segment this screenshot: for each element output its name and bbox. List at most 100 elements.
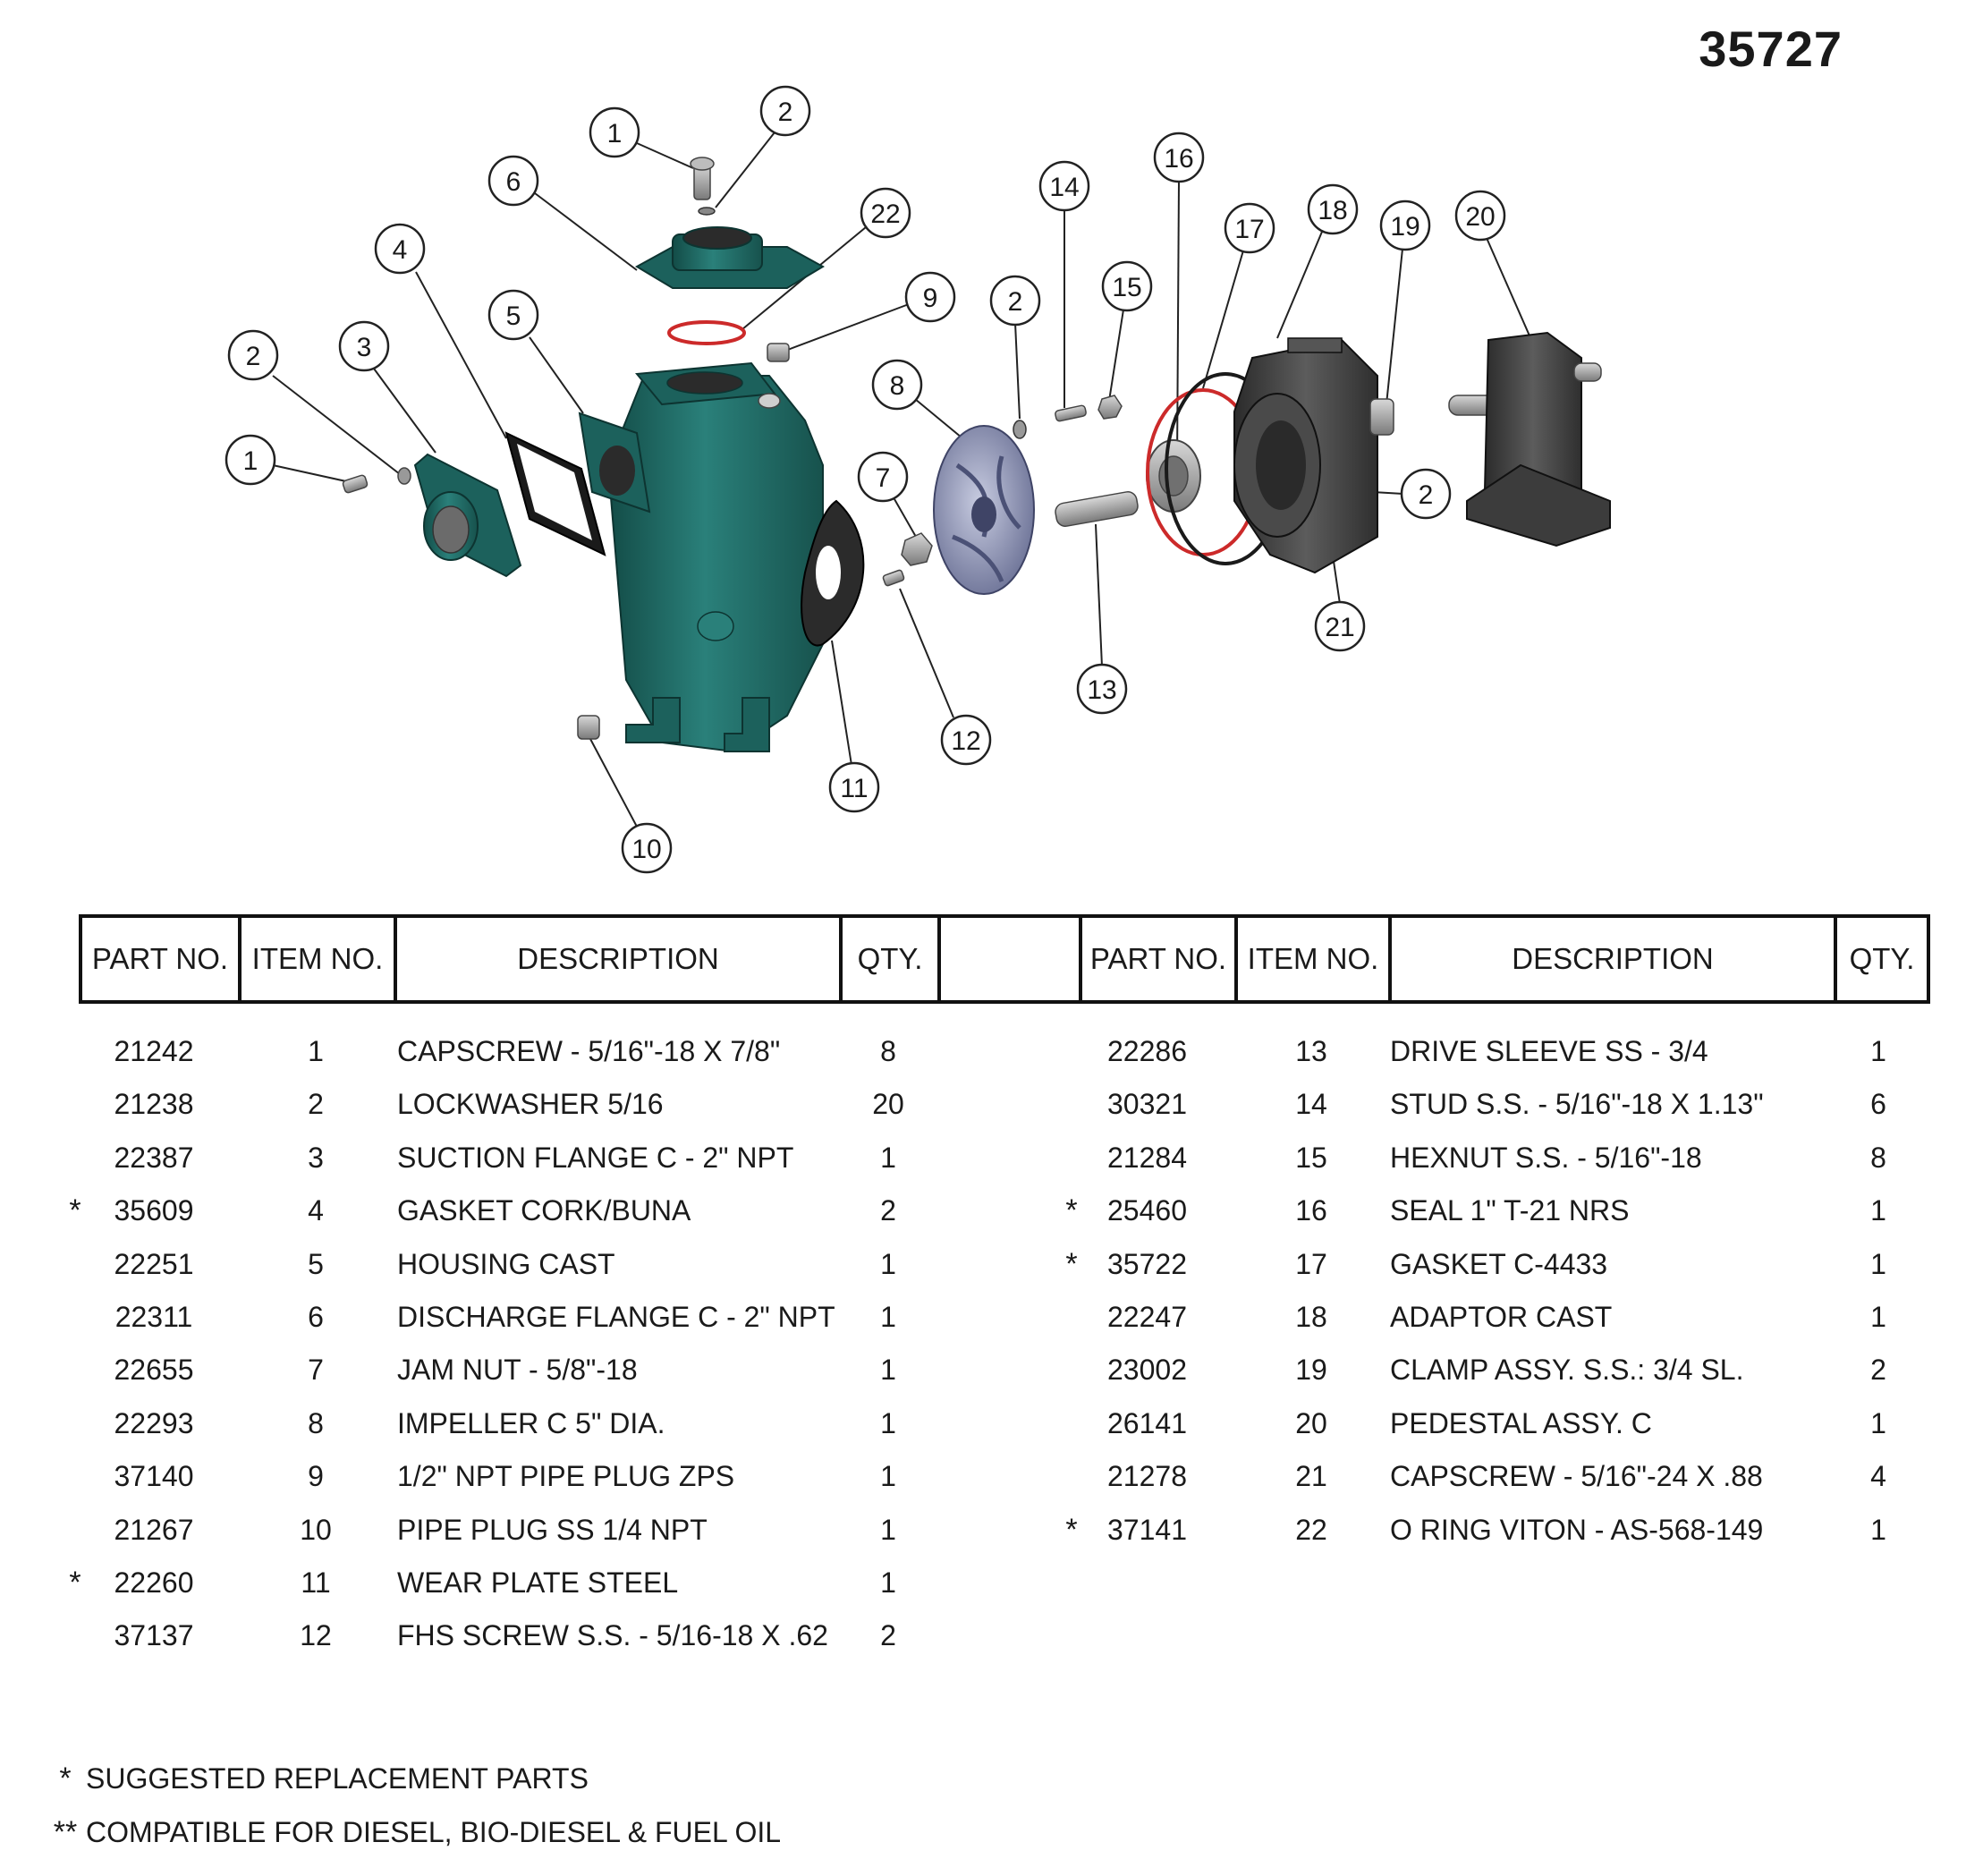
callout-15: 15	[1101, 260, 1153, 312]
item-number-cell: 5	[308, 1247, 324, 1280]
callout-label: 1	[607, 119, 623, 149]
callout-label: 6	[506, 167, 521, 197]
callout-circle	[225, 434, 276, 486]
callout-5: 5	[487, 289, 539, 341]
replacement-star: *	[1065, 1512, 1078, 1547]
quantity-cell: 1	[1870, 1035, 1886, 1067]
callout-18: 18	[1307, 183, 1359, 235]
part-number-cell: 37140	[114, 1460, 194, 1493]
callout-11: 11	[828, 761, 880, 813]
part-number-cell: 22293	[114, 1406, 194, 1439]
quantity-cell: 20	[872, 1088, 904, 1121]
header-qty-right: QTY.	[1849, 942, 1915, 975]
header-item-no-left: ITEM NO.	[242, 918, 397, 1000]
callout-circle	[1224, 202, 1275, 254]
quantity-cell: 8	[1870, 1141, 1886, 1174]
item-number-cell: 10	[300, 1513, 332, 1546]
callout-label: 11	[840, 774, 868, 803]
callout-circle	[1038, 160, 1090, 212]
quantity-cell: 1	[1870, 1247, 1886, 1280]
parts-table: PART NO. ITEM NO. DESCRIPTION QTY. PART …	[69, 914, 1930, 1651]
callout-label: 17	[1234, 215, 1264, 244]
quantity-cell: 1	[880, 1301, 896, 1333]
part-number-cell: 22387	[114, 1141, 194, 1174]
callout-19: 19	[1379, 199, 1431, 251]
callout-20: 20	[1454, 190, 1506, 242]
callout-label: 13	[1087, 675, 1116, 705]
callout-label: 15	[1112, 273, 1141, 302]
footnote-text: COMPATIBLE FOR DIESEL, BIO-DIESEL & FUEL…	[86, 1816, 782, 1848]
document-number: 35727	[1699, 21, 1843, 77]
part-number-cell: 22251	[114, 1247, 194, 1280]
callout-2: 2	[759, 85, 811, 137]
callout-label: 22	[870, 199, 900, 229]
callout-circle	[1153, 132, 1205, 183]
description-cell: 1/2" NPT PIPE PLUG ZPS	[397, 1460, 735, 1493]
callout-label: 1	[243, 446, 258, 476]
part-number-cell: 22655	[114, 1354, 194, 1387]
callout-13: 13	[1076, 663, 1128, 715]
replacement-star: *	[1065, 1193, 1078, 1228]
callout-4: 4	[374, 223, 426, 275]
callout-21: 21	[1314, 600, 1366, 652]
callout-circle	[227, 329, 279, 381]
callout-label: 2	[778, 98, 793, 127]
callout-9: 9	[904, 271, 956, 323]
quantity-cell: 1	[1870, 1194, 1886, 1227]
description-cell: HEXNUT S.S. - 5/16"-18	[1390, 1141, 1702, 1174]
callout-circle	[1454, 190, 1506, 242]
quantity-cell: 1	[880, 1513, 896, 1546]
part-number-cell: 22247	[1107, 1301, 1187, 1333]
item-number-cell: 2	[308, 1088, 324, 1121]
item-number-cell: 19	[1295, 1354, 1327, 1387]
part-number-cell: 22311	[114, 1301, 193, 1333]
callout-circle	[1101, 260, 1153, 312]
callout-label: 9	[923, 284, 938, 313]
quantity-cell: 1	[1870, 1406, 1886, 1439]
callout-label: 2	[1419, 480, 1434, 510]
description-cell: CAPSCREW - 5/16"-18 X 7/8"	[397, 1035, 781, 1067]
quantity-cell: 4	[1870, 1460, 1886, 1493]
item-number-cell: 17	[1295, 1247, 1327, 1280]
callout-label: 10	[631, 835, 661, 864]
callout-17: 17	[1224, 202, 1275, 254]
callout-1: 1	[589, 106, 640, 158]
description-cell: LOCKWASHER 5/16	[397, 1088, 664, 1121]
description-cell: GASKET CORK/BUNA	[397, 1194, 691, 1227]
description-cell: SUCTION FLANGE C - 2" NPT	[397, 1141, 794, 1174]
callout-label: 2	[1008, 287, 1023, 317]
callout-2: 2	[989, 275, 1041, 327]
header-description-right: DESCRIPTION	[1392, 918, 1837, 1000]
item-number-cell: 8	[308, 1406, 324, 1439]
callout-label: 16	[1164, 144, 1193, 174]
description-cell: DISCHARGE FLANGE C - 2" NPT	[397, 1301, 835, 1333]
callout-circle	[621, 822, 673, 874]
callout-label: 3	[357, 333, 372, 362]
quantity-cell: 1	[880, 1406, 896, 1439]
part-number-cell: 22260	[114, 1566, 194, 1599]
quantity-cell: 8	[880, 1035, 896, 1067]
callout-12: 12	[940, 714, 992, 766]
callout-22: 22	[860, 187, 911, 239]
callout-circle	[904, 271, 956, 323]
part-number-cell: 26141	[1107, 1406, 1187, 1439]
callout-label: 21	[1325, 613, 1354, 642]
footnote-text: SUGGESTED REPLACEMENT PARTS	[86, 1762, 589, 1795]
item-number-cell: 21	[1295, 1460, 1327, 1493]
part-number-cell: 21278	[1107, 1460, 1187, 1493]
callout-label: 12	[951, 726, 980, 756]
header-part-no-left: PART NO.	[82, 918, 242, 1000]
quantity-cell: 1	[880, 1354, 896, 1387]
callout-circle	[338, 320, 390, 372]
description-cell: IMPELLER C 5" DIA.	[397, 1406, 665, 1439]
replacement-star: *	[69, 1193, 81, 1228]
callout-circle	[1307, 183, 1359, 235]
callout-1: 1	[225, 434, 276, 486]
callout-circle	[487, 289, 539, 341]
callout-circle	[857, 451, 909, 503]
callout-label: 5	[506, 301, 521, 331]
callout-circle	[871, 359, 923, 411]
item-number-cell: 16	[1295, 1194, 1327, 1227]
item-number-cell: 13	[1295, 1035, 1327, 1067]
item-number-cell: 9	[308, 1460, 324, 1493]
